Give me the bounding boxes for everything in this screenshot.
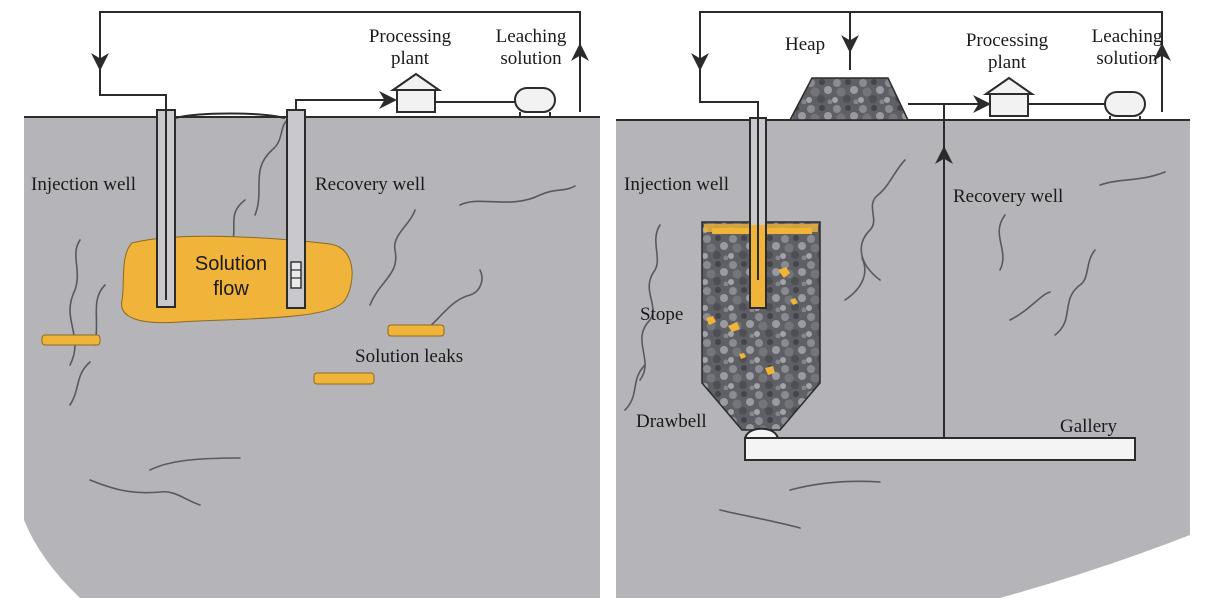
left-crack: [89, 479, 201, 506]
left-well-collar: [174, 112, 286, 119]
right-leaching-solution-label-1: Leaching: [1092, 26, 1163, 47]
right-processing-plant-label-2: plant: [988, 52, 1027, 73]
solution-leak: [41, 334, 101, 346]
solution-leaks-label: Solution leaks: [355, 346, 463, 367]
left-leaching-solution-label-1: Leaching: [496, 26, 567, 47]
right-crack: [1009, 291, 1051, 321]
left-processing-plant: [389, 72, 443, 113]
heap: [788, 77, 910, 121]
left-injection-well: [156, 109, 176, 308]
left-recovery-well-label: Recovery well: [315, 174, 425, 195]
gallery-tunnel: [744, 437, 1136, 461]
right-crack: [639, 224, 661, 381]
right-injection-well-label: Injection well: [624, 174, 729, 195]
left-recovery-well: [286, 109, 306, 309]
left-processing-plant-label-2: plant: [391, 48, 430, 69]
right-crack: [789, 480, 881, 491]
right-leaching-solution-label-2: solution: [1096, 48, 1158, 69]
right-crack: [998, 214, 1006, 271]
right-crack: [844, 257, 866, 301]
right-crack: [1099, 171, 1166, 186]
stope: [701, 221, 821, 431]
right-recovery-well-label: Recovery well: [953, 186, 1063, 207]
left-leaching-solution-label-2: solution: [500, 48, 562, 69]
left-crack: [459, 185, 576, 206]
left-processing-plant-label-1: Processing: [369, 26, 452, 47]
right-processing-plant-label-1: Processing: [966, 30, 1049, 51]
solution-leak: [387, 324, 445, 337]
left-crack: [149, 457, 241, 471]
left-crack: [254, 117, 291, 216]
left-leaching-tank: [514, 87, 556, 118]
solution-leak: [313, 372, 375, 385]
left-injection-well-label: Injection well: [31, 174, 136, 195]
solution-flow-label-1: Solution: [195, 253, 267, 275]
left-crack: [69, 361, 91, 406]
panel-divider: [600, 100, 616, 601]
right-panel: Heap Processing plant Leaching solution …: [616, 11, 1190, 598]
right-leaching-tank: [1104, 91, 1146, 121]
right-processing-plant: [982, 76, 1036, 117]
drawbell-label: Drawbell: [636, 411, 707, 432]
heap-label: Heap: [785, 34, 825, 55]
left-crack: [369, 209, 416, 306]
left-crack: [419, 269, 483, 336]
left-recovery-pipe: [295, 99, 385, 110]
solution-flow-label-2: flow: [213, 278, 249, 300]
right-crack: [624, 364, 646, 411]
right-crack: [719, 509, 801, 529]
gallery-label: Gallery: [1060, 416, 1117, 437]
stope-label: Stope: [640, 304, 683, 325]
right-crack: [1054, 249, 1096, 336]
right-injection-well: [749, 117, 767, 309]
left-panel: Processing plant Leaching solution Injec…: [24, 11, 600, 598]
right-crack: [860, 159, 906, 281]
